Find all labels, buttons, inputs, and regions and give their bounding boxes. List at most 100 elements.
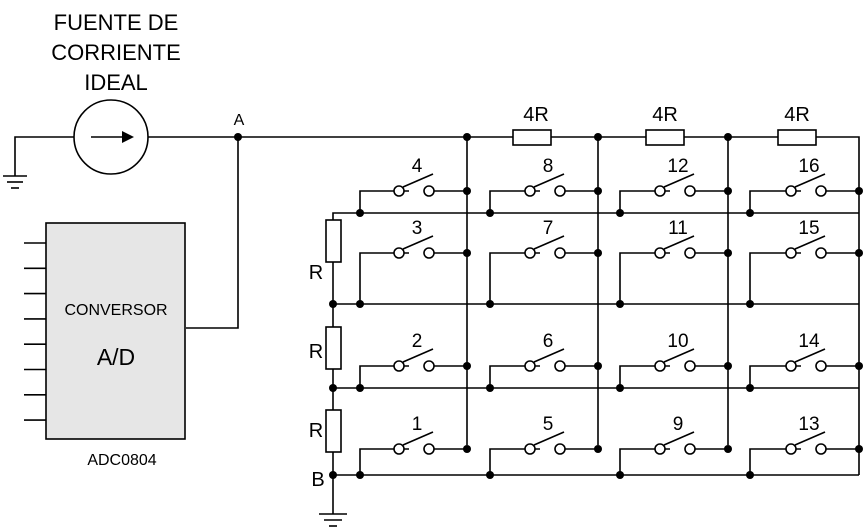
switch-14-contact-right: [815, 360, 827, 372]
switch-5-lead-in: [489, 448, 498, 475]
switch-16: 16: [746, 156, 863, 217]
switch-1-blade: [402, 431, 434, 446]
switch-label: 1: [412, 414, 423, 435]
ladder-resistor-2-label: R: [309, 341, 323, 363]
switch-11-contact-right: [684, 247, 696, 259]
switch-13-bus-junction: [746, 471, 754, 479]
switch-6-blade: [533, 348, 565, 363]
ladder-resistor-3-label: R: [309, 420, 323, 442]
switch-3-blade: [402, 235, 434, 250]
switch-14-contact-left: [785, 360, 797, 372]
switch-7: 7: [486, 218, 602, 308]
switch-7-contact-left: [524, 247, 536, 259]
switch-label: 7: [543, 218, 554, 239]
node-b-label: B: [311, 469, 324, 491]
node-a-label: A: [234, 112, 245, 129]
source-title-line-2: CORRIENTE: [51, 40, 181, 65]
adc-body: [45, 222, 186, 440]
switch-9: 9: [616, 414, 732, 479]
adc-label-line-2: A/D: [97, 344, 135, 370]
ladder-resistor-3: [325, 409, 342, 453]
switch-10-column-junction: [724, 362, 732, 370]
ground-lead-wire: [14, 136, 74, 176]
switch-16-lead-in: [749, 190, 758, 213]
source-title-line-3: IDEAL: [84, 70, 148, 95]
switch-1-column-junction: [463, 445, 471, 453]
switch-label: 11: [668, 218, 688, 239]
switch-3-contact-left: [393, 247, 405, 259]
adc-output-pins: [24, 242, 46, 421]
switch-11-lead-in: [619, 252, 628, 304]
switch-8-blade: [533, 173, 565, 188]
switch-11-bus-junction: [616, 300, 624, 308]
switch-10: 10: [616, 331, 732, 392]
switch-11: 11: [616, 218, 732, 308]
switch-12-blade: [663, 173, 695, 188]
switch-8-column-junction: [594, 187, 602, 195]
ladder-resistor-chain: R R R B: [309, 212, 360, 527]
switch-4-bus-junction: [356, 209, 364, 217]
switch-5-column-junction: [594, 445, 602, 453]
series-resistor-chain: 4R 4R 4R: [512, 104, 860, 475]
switch-15-contact-right: [815, 247, 827, 259]
switch-10-blade: [663, 348, 695, 363]
switch-11-contact-left: [654, 247, 666, 259]
switch-14: 14: [746, 331, 863, 392]
switch-14-blade: [794, 348, 826, 363]
switch-2-contact-left: [393, 360, 405, 372]
switch-15-lead-in: [749, 252, 758, 304]
column-1-top-junction: [463, 133, 471, 141]
switch-16-contact-left: [785, 185, 797, 197]
switch-6-column-junction: [594, 362, 602, 370]
switch-10-bus-junction: [616, 384, 624, 392]
switch-4-blade: [402, 173, 434, 188]
switch-15-column-junction: [855, 249, 863, 257]
switch-7-lead-in: [489, 252, 498, 304]
switch-label: 15: [798, 218, 819, 239]
switch-2-blade: [402, 348, 434, 363]
switch-15: 15: [746, 218, 863, 308]
series-resistor-1-label: 4R: [523, 104, 549, 126]
switch-3-bus-junction: [356, 300, 364, 308]
switch-13-column-junction: [855, 445, 863, 453]
ladder-top-wire: [332, 212, 360, 220]
switch-13-blade: [794, 431, 826, 446]
switch-label: 4: [412, 156, 423, 177]
switch-10-lead-in: [619, 365, 628, 388]
switch-3-column-junction: [463, 249, 471, 257]
switch-12-contact-left: [654, 185, 666, 197]
column-3-top-junction: [724, 133, 732, 141]
ladder-resistor-2: [325, 326, 342, 370]
switch-label: 5: [543, 414, 554, 435]
switch-label: 3: [412, 218, 423, 239]
switch-8: 8: [486, 156, 602, 217]
switch-4-column-junction: [463, 187, 471, 195]
switch-2-column-junction: [463, 362, 471, 370]
switch-label: 16: [798, 156, 819, 177]
switch-4-contact-left: [393, 185, 405, 197]
switch-6-contact-right: [554, 360, 566, 372]
current-source: FUENTE DE CORRIENTE IDEAL: [51, 10, 181, 175]
source-ground: [3, 136, 74, 189]
current-arrow-head: [122, 131, 134, 143]
switch-3-lead-in: [359, 252, 368, 304]
switch-14-bus-junction: [746, 384, 754, 392]
switch-13-lead-in: [749, 448, 758, 475]
switch-1-bus-junction: [356, 471, 364, 479]
switch-label: 6: [543, 331, 554, 352]
series-resistor-2: [645, 129, 685, 146]
switch-7-blade: [533, 235, 565, 250]
switch-label: 12: [667, 156, 688, 177]
switch-5-contact-right: [554, 443, 566, 455]
switch-5: 5: [486, 414, 602, 479]
series-resistor-2-label: 4R: [652, 104, 678, 126]
switch-13-contact-left: [785, 443, 797, 455]
switch-12-lead-in: [619, 190, 628, 213]
switch-2-bus-junction: [356, 384, 364, 392]
switch-6-contact-left: [524, 360, 536, 372]
switch-15-blade: [794, 235, 826, 250]
switch-16-contact-right: [815, 185, 827, 197]
series-resistor-1: [512, 129, 552, 146]
